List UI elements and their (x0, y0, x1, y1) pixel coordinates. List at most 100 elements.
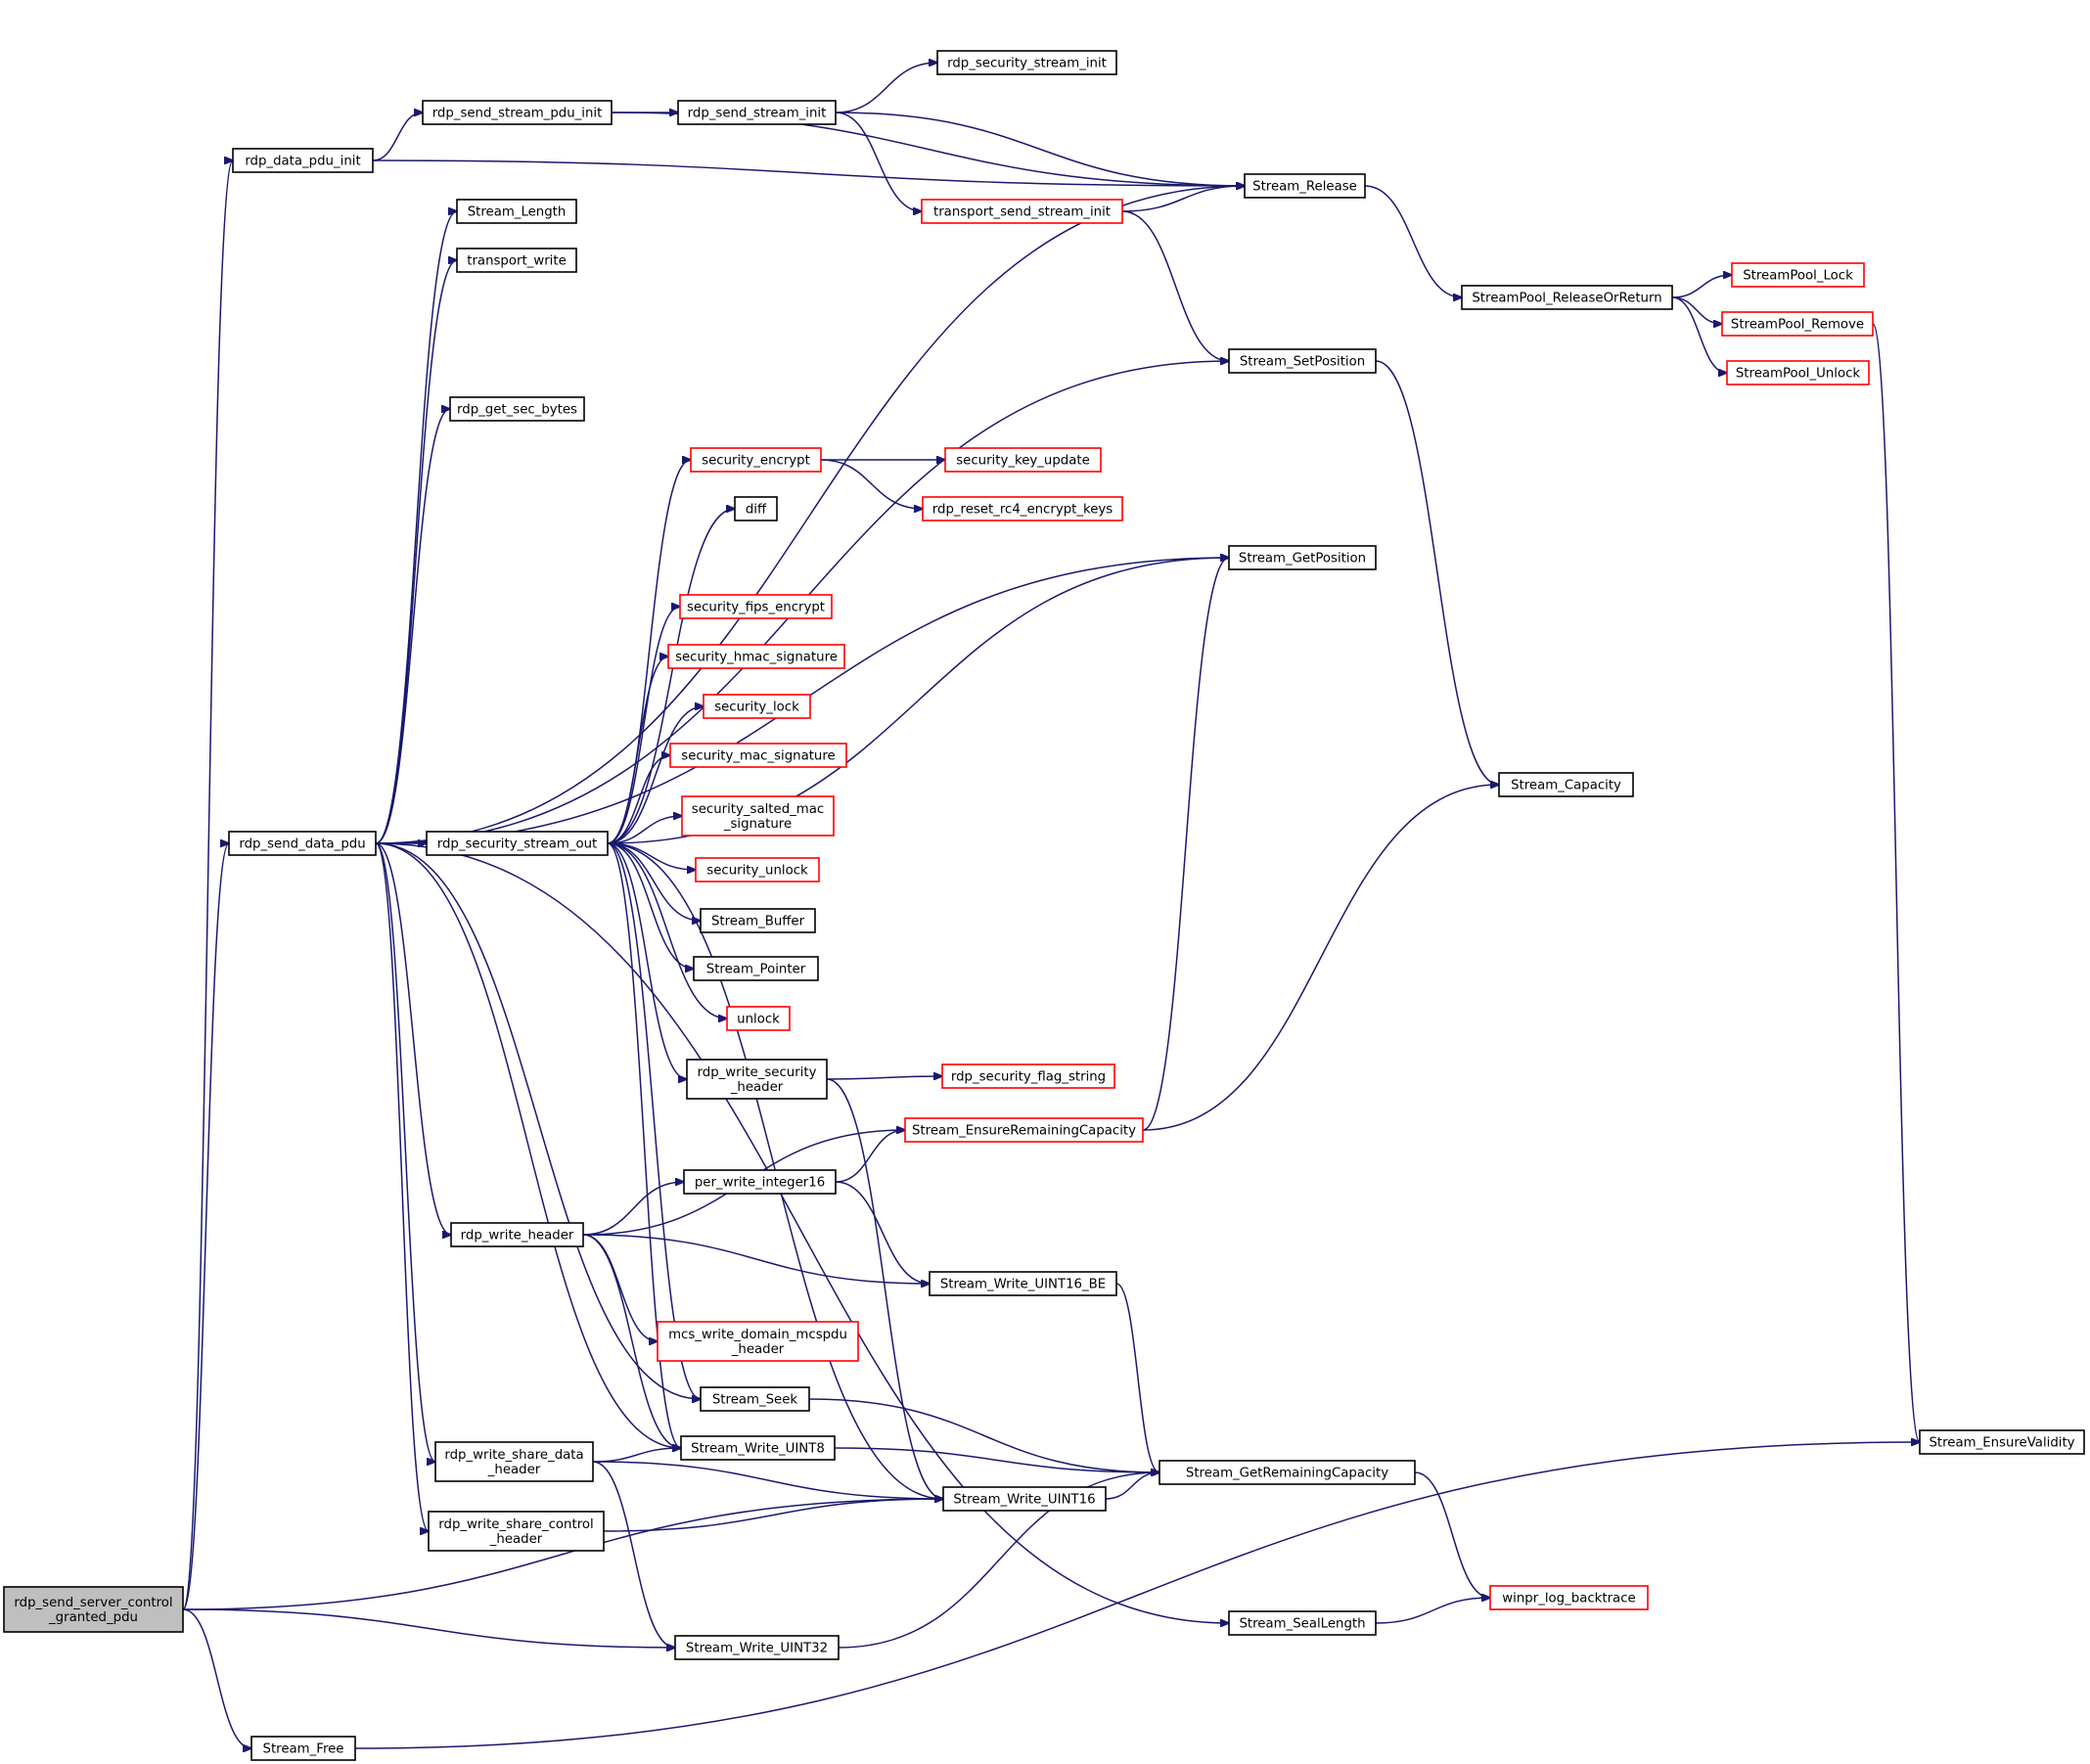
node-stream-write-uint16[interactable]: Stream_Write_UINT16 (942, 1486, 1107, 1512)
node-transport-send-stream-init[interactable]: transport_send_stream_init (921, 199, 1123, 224)
edge-transport-send-stream-init-to-stream-release (1121, 186, 1245, 212)
node-label: diff (746, 503, 767, 518)
node-stream-getposition[interactable]: Stream_GetPosition (1228, 545, 1377, 570)
node-rdp-write-security-header[interactable]: rdp_write_security_header (686, 1059, 828, 1100)
node-box (456, 248, 577, 273)
node-box (683, 1169, 837, 1195)
node-rdp-send-stream-pdu-init[interactable]: rdp_send_stream_pdu_init (422, 100, 613, 125)
node-label: StreamPool_Remove (1731, 318, 1864, 333)
node-stream-length[interactable]: Stream_Length (456, 199, 577, 224)
node-streampool-releaseorreturn[interactable]: StreamPool_ReleaseOrReturn (1461, 285, 1673, 310)
node-box (1461, 285, 1673, 310)
node-rdp-write-share-control-header[interactable]: rdp_write_share_control_header (428, 1511, 605, 1552)
node-label: security_hmac_signature (675, 651, 838, 665)
node-security-key-update[interactable]: security_key_update (944, 447, 1102, 473)
edge-rdp-send-data-pdu-to-stream-seek (375, 842, 701, 1399)
node-label: _signature (723, 817, 792, 832)
node-label: _header (731, 1342, 785, 1357)
node-box (434, 1441, 594, 1482)
node-transport-write[interactable]: transport_write (456, 248, 577, 273)
edge-stream-setposition-to-stream-capacity (1375, 360, 1499, 785)
edge-rdp-send-data-pdu-to-stream-write-uint8 (375, 842, 681, 1448)
node-stream-free[interactable]: Stream_Free (250, 1736, 356, 1761)
node-streampool-remove[interactable]: StreamPool_Remove (1721, 311, 1874, 337)
edge-rdp-write-header-to-per-write-integer16 (582, 1182, 684, 1236)
node-mcs-write-domain-mcspdu-header[interactable]: mcs_write_domain_mcspdu_header (657, 1321, 859, 1362)
node-stream-getremainingcapacity[interactable]: Stream_GetRemainingCapacity (1159, 1460, 1416, 1485)
node-box (450, 1222, 584, 1247)
node-box (428, 1511, 605, 1552)
edge-rdp-security-stream-out-to-security-fips-encrypt (607, 607, 680, 844)
node-stream-pointer[interactable]: Stream_Pointer (693, 956, 819, 981)
node-box (936, 50, 1117, 75)
node-rdp-send-server-control-granted-pdu[interactable]: rdp_send_server_control_granted_pdu (3, 1586, 184, 1633)
node-stream-write-uint16-be[interactable]: Stream_Write_UINT16_BE (929, 1271, 1117, 1296)
node-security-salted-mac-signature[interactable]: security_salted_mac_signature (681, 795, 835, 837)
node-box (922, 496, 1123, 521)
node-box (667, 644, 845, 669)
node-stream-capacity[interactable]: Stream_Capacity (1498, 772, 1634, 797)
edge-rdp-security-stream-out-to-security-mac-signature (607, 755, 670, 844)
node-security-lock[interactable]: security_lock (703, 694, 811, 719)
node-stream-write-uint8[interactable]: Stream_Write_UINT8 (680, 1435, 836, 1461)
node-per-write-integer16[interactable]: per_write_integer16 (683, 1169, 837, 1195)
edge-streampool-remove-to-stream-ensurevalidity (1872, 323, 1920, 1442)
node-rdp-send-stream-init[interactable]: rdp_send_stream_init (677, 100, 837, 125)
edge-rdp-send-data-pdu-to-transport-write (375, 260, 457, 844)
node-label: Stream_Length (468, 205, 567, 220)
edge-rdp-send-data-pdu-to-stream-length (375, 211, 457, 844)
node-stream-release[interactable]: Stream_Release (1244, 173, 1366, 199)
node-label: rdp_security_flag_string (951, 1070, 1106, 1085)
node-security-encrypt[interactable]: security_encrypt (690, 447, 822, 473)
node-label: Stream_EnsureValidity (1929, 1436, 2074, 1451)
edge-stream-write-uint32-to-stream-getremainingcapacity (838, 1472, 1159, 1649)
node-rdp-data-pdu-init[interactable]: rdp_data_pdu_init (232, 148, 374, 173)
node-stream-setposition[interactable]: Stream_SetPosition (1228, 348, 1377, 374)
edge-rdp-write-share-data-header-to-stream-write-uint16 (592, 1461, 943, 1499)
node-security-unlock[interactable]: security_unlock (695, 857, 820, 882)
node-winpr-log-backtrace[interactable]: winpr_log_backtrace (1489, 1585, 1649, 1610)
edge-per-write-integer16-to-stream-write-uint16-be (835, 1181, 930, 1284)
node-security-mac-signature[interactable]: security_mac_signature (669, 743, 847, 768)
node-label: rdp_security_stream_init (947, 57, 1107, 71)
edge-stream-free-to-stream-ensurevalidity (354, 1442, 1920, 1749)
node-rdp-security-flag-string[interactable]: rdp_security_flag_string (941, 1063, 1115, 1089)
node-rdp-write-share-data-header[interactable]: rdp_write_share_data_header (434, 1441, 594, 1482)
node-stream-ensureremainingcapacity[interactable]: Stream_EnsureRemainingCapacity (904, 1117, 1144, 1143)
edge-rdp-data-pdu-init-to-rdp-send-stream-pdu-init (372, 113, 423, 161)
node-streampool-lock[interactable]: StreamPool_Lock (1731, 262, 1865, 288)
node-label: rdp_send_server_control (14, 1596, 172, 1610)
node-rdp-reset-rc4-encrypt-keys[interactable]: rdp_reset_rc4_encrypt_keys (922, 496, 1123, 521)
node-security-hmac-signature[interactable]: security_hmac_signature (667, 644, 845, 669)
edge-rdp-send-stream-init-to-rdp-security-stream-init (835, 63, 937, 113)
node-diff[interactable]: diff (734, 496, 778, 521)
node-box (449, 396, 585, 422)
node-rdp-send-data-pdu[interactable]: rdp_send_data_pdu (228, 831, 377, 856)
node-stream-seallength[interactable]: Stream_SealLength (1228, 1610, 1377, 1636)
node-rdp-get-sec-bytes[interactable]: rdp_get_sec_bytes (449, 396, 585, 422)
node-unlock[interactable]: unlock (726, 1006, 791, 1031)
node-rdp-write-header[interactable]: rdp_write_header (450, 1222, 584, 1247)
node-box (1228, 348, 1377, 374)
node-rdp-security-stream-init[interactable]: rdp_security_stream_init (936, 50, 1117, 75)
node-label: Stream_Seek (712, 1393, 798, 1408)
node-stream-seek[interactable]: Stream_Seek (700, 1386, 810, 1412)
edge-streampool-releaseorreturn-to-streampool-unlock (1671, 296, 1727, 373)
edge-stream-release-to-streampool-releaseorreturn (1364, 185, 1462, 297)
node-rdp-security-stream-out[interactable]: rdp_security_stream_out (426, 831, 609, 856)
node-streampool-unlock[interactable]: StreamPool_Unlock (1726, 360, 1870, 385)
node-box (1228, 1610, 1377, 1636)
node-box (680, 1435, 836, 1461)
edge-stream-write-uint16-to-stream-getremainingcapacity (1105, 1472, 1159, 1500)
node-stream-buffer[interactable]: Stream_Buffer (700, 908, 816, 933)
edge-stream-write-uint8-to-stream-getremainingcapacity (834, 1447, 1159, 1472)
node-label: transport_send_stream_init (933, 205, 1111, 220)
node-stream-ensurevalidity[interactable]: Stream_EnsureValidity (1919, 1429, 2085, 1455)
edge-rdp-send-server-control-granted-pdu-to-rdp-data-pdu-init (182, 160, 233, 1610)
edge-rdp-send-data-pdu-to-stream-seallength (375, 842, 1229, 1623)
node-stream-write-uint32[interactable]: Stream_Write_UINT32 (674, 1635, 840, 1660)
node-box (228, 831, 377, 856)
node-box (3, 1586, 184, 1633)
node-label: rdp_send_stream_pdu_init (432, 107, 603, 121)
node-security-fips-encrypt[interactable]: security_fips_encrypt (679, 594, 833, 619)
